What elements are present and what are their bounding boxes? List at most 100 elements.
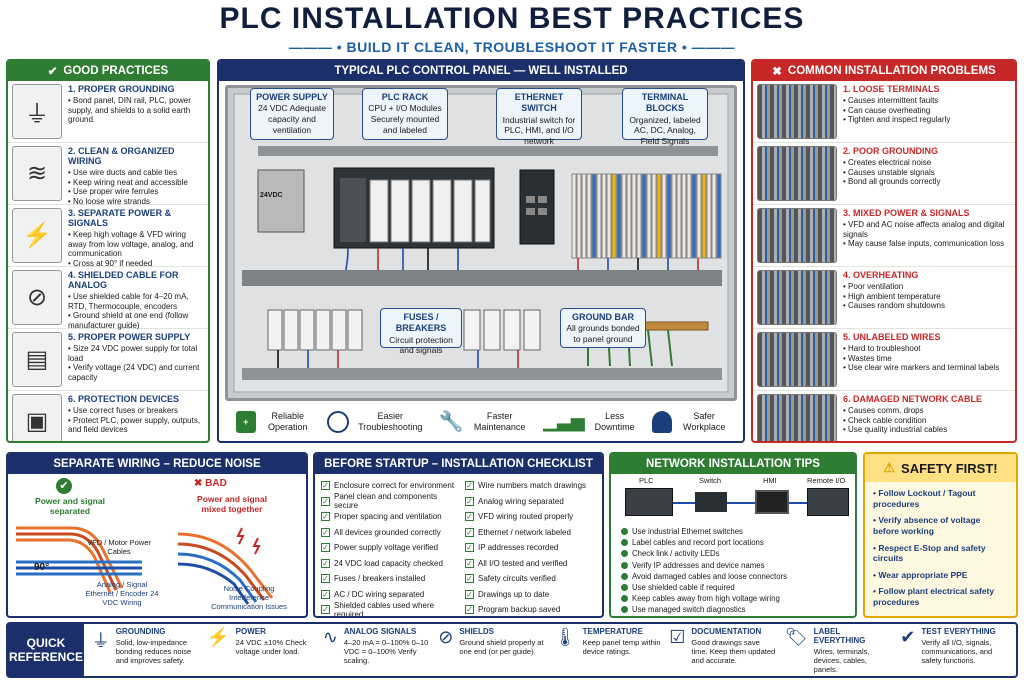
checklist-item[interactable]: ✓Wire numbers match drawings bbox=[465, 478, 602, 494]
quick-ref-text: 4–20 mA = 0–100% 0–10 VDC = 0–100% Verif… bbox=[343, 637, 429, 665]
analog-wiring-label: Analog / Signal Ethernet / Encoder 24 VD… bbox=[85, 580, 159, 607]
hmi-device-icon bbox=[755, 490, 789, 514]
checklist-item[interactable]: ✓24 VDC load capacity checked bbox=[321, 556, 461, 572]
checklist-item[interactable]: ✓Program backup saved bbox=[465, 602, 602, 616]
problem-line: Check cable condition bbox=[843, 416, 982, 426]
problem-item: 3. MIXED POWER & SIGNALSVFD and AC noise… bbox=[753, 205, 1015, 267]
checkbox-icon[interactable]: ✓ bbox=[465, 558, 474, 568]
checkbox-icon[interactable]: ✓ bbox=[465, 605, 474, 615]
bad-wiring-label: Power and signal mixed together bbox=[197, 494, 267, 514]
check-circle-icon: ✔ bbox=[47, 66, 58, 78]
problem-title: 4. OVERHEATING bbox=[843, 270, 919, 280]
angle-label: 90° bbox=[34, 562, 50, 573]
checklist-item[interactable]: ✓ Ethernet / network labeled bbox=[465, 525, 602, 541]
device-label-switch: Switch bbox=[699, 476, 722, 485]
good-practice-text: 2. CLEAN & ORGANIZED WIRINGUse wire duct… bbox=[68, 146, 204, 206]
checklist-text: Ethernet / network labeled bbox=[478, 527, 571, 537]
quick-ref-title: LABEL EVERYTHING bbox=[813, 626, 866, 645]
checklist-item[interactable]: ✓All I/O tested and verified bbox=[465, 556, 602, 572]
checklist-item[interactable]: ✓Terminal blocks tight and labeled bbox=[321, 618, 461, 619]
problem-item: 2. POOR GROUNDINGCreates electrical nois… bbox=[753, 143, 1015, 205]
good-practice-title: 4. SHIELDED CABLE FOR ANALOG bbox=[68, 270, 179, 290]
control-panel-header: TYPICAL PLC CONTROL PANEL — WELL INSTALL… bbox=[219, 61, 743, 81]
good-practice-item: ▣6. PROTECTION DEVICESUse correct fuses … bbox=[8, 391, 208, 441]
checklist-item[interactable]: ✓ IP addresses recorded bbox=[465, 540, 602, 556]
checklist-item[interactable]: ✓Panel clean and components secure bbox=[321, 492, 461, 510]
checklist-text: Drawings up to date bbox=[478, 589, 550, 599]
good-practice-line: Use shielded cable for 4–20 mA, RTD, The… bbox=[68, 292, 204, 311]
psu-label: 24VDC bbox=[260, 192, 283, 199]
good-practice-line: Keep high voltage & VFD wiring away from… bbox=[68, 230, 204, 259]
checkbox-icon[interactable]: ✓ bbox=[321, 481, 330, 491]
problem-line: Causes comm. drops bbox=[843, 406, 982, 416]
checklist-item[interactable]: ✓Fuses / breakers installed bbox=[321, 571, 461, 587]
checkbox-icon[interactable]: ✓ bbox=[465, 527, 474, 537]
checklist-panel: BEFORE STARTUP – INSTALLATION CHECKLIST … bbox=[313, 452, 604, 618]
network-tip-text: Verify IP addresses and device names bbox=[632, 560, 765, 570]
good-practice-line: No loose wire strands bbox=[68, 197, 204, 207]
checklist-item[interactable]: ✓Proper spacing and ventilation bbox=[321, 509, 461, 525]
checkbox-icon[interactable]: ✓ bbox=[465, 512, 474, 522]
checkbox-icon[interactable]: ✓ bbox=[321, 558, 330, 568]
checklist-item[interactable]: ✓ Drawings up to date bbox=[465, 587, 602, 603]
device-label-plc: PLC bbox=[639, 476, 654, 485]
shield-plus-icon: + bbox=[235, 411, 256, 433]
checklist-item[interactable]: ✓ AC / DC wiring separated bbox=[321, 587, 461, 603]
network-tip-text: Use managed switch diagnostics bbox=[632, 605, 746, 615]
good-practice-line: Bond panel, DIN rail, PLC, power supply,… bbox=[68, 96, 204, 125]
network-tip: Verify IP addresses and device names bbox=[621, 560, 853, 571]
waveform-icon: ∿ bbox=[322, 626, 338, 647]
good-practice-line: Use proper wire ferrules bbox=[68, 187, 204, 197]
checkbox-icon[interactable]: ✓ bbox=[465, 589, 474, 599]
benefit-safer: Safer Workplace bbox=[652, 405, 730, 439]
checkbox-icon[interactable]: ✓ bbox=[465, 574, 474, 584]
checkbox-icon[interactable]: ✓ bbox=[321, 589, 330, 599]
benefit-maintenance: 🔧Faster Maintenance bbox=[438, 411, 526, 433]
checklist-text: AC / DC wiring separated bbox=[334, 589, 425, 599]
breaker-icon: ▣ bbox=[12, 394, 62, 441]
checklist-item[interactable]: ✓Safety circuits verified bbox=[465, 571, 602, 587]
checklist-item[interactable]: ✓Power supply voltage verified bbox=[321, 540, 461, 556]
checklist-text: IP addresses recorded bbox=[478, 543, 559, 553]
checkbox-icon[interactable]: ✓ bbox=[321, 605, 330, 615]
checklist-item[interactable]: ✓ Enclosure correct for environment bbox=[321, 478, 461, 494]
bad-tag: ✖ BAD bbox=[194, 478, 227, 489]
checkbox-icon[interactable]: ✓ bbox=[465, 481, 474, 491]
problem-line: Hard to troubleshoot bbox=[843, 344, 999, 354]
x-circle-icon: ✖ bbox=[194, 478, 206, 489]
problem-text: 5. UNLABELED WIRESHard to troubleshootWa… bbox=[843, 332, 999, 387]
checkbox-icon[interactable]: ✓ bbox=[465, 543, 474, 553]
check-dot-icon bbox=[621, 550, 628, 558]
quick-ref-title: SHIELDS bbox=[459, 626, 495, 636]
safety-panel: ⚠SAFETY FIRST! • Follow Lockout / Tagout… bbox=[863, 452, 1018, 618]
shielded-cable-icon: ⊘ bbox=[12, 270, 62, 325]
problem-text: 6. DAMAGED NETWORK CABLECauses comm. dro… bbox=[843, 394, 982, 441]
checklist-text: Enclosure correct for environment bbox=[334, 481, 455, 491]
checklist-item[interactable]: ✓Shielded cables used where required bbox=[321, 601, 461, 616]
checkbox-icon[interactable]: ✓ bbox=[321, 574, 330, 584]
good-practice-line: Protect PLC, power supply, outputs, and … bbox=[68, 416, 204, 435]
device-label-hmi: HMI bbox=[763, 476, 777, 485]
good-practice-line: Use correct fuses or breakers bbox=[68, 406, 204, 416]
checkbox-icon[interactable]: ✓ bbox=[321, 543, 330, 553]
checkbox-icon[interactable]: ✓ bbox=[465, 496, 474, 506]
checklist-item[interactable]: ✓All devices grounded correctly bbox=[321, 525, 461, 541]
quick-ref-text: Wires, terminals, devices, cables, panel… bbox=[813, 646, 870, 674]
checkbox-icon[interactable]: ✓ bbox=[321, 512, 330, 522]
quick-ref-text: Ground shield properly at one end (or pe… bbox=[459, 637, 544, 656]
problem-text: 1. LOOSE TERMINALSCauses intermittent fa… bbox=[843, 84, 950, 139]
checklist-item[interactable]: ✓Analog wiring separated bbox=[465, 494, 602, 510]
network-tip: Check link / activity LEDs bbox=[621, 548, 853, 559]
checklist-text: VFD wiring routed properly bbox=[478, 512, 574, 522]
checkbox-icon[interactable]: ✓ bbox=[321, 496, 330, 506]
good-practice-title: 2. CLEAN & ORGANIZED WIRING bbox=[68, 146, 175, 166]
checklist-item[interactable]: ✓ VFD wiring routed properly bbox=[465, 509, 602, 525]
problem-line: Poor ventilation bbox=[843, 282, 945, 292]
good-practice-line: Ground shield at one end (follow manufac… bbox=[68, 311, 204, 330]
checkbox-icon[interactable]: ✓ bbox=[321, 527, 330, 537]
checklist-item[interactable]: ✓Forces removed and system ready bbox=[465, 618, 603, 619]
worker-icon bbox=[652, 411, 673, 433]
